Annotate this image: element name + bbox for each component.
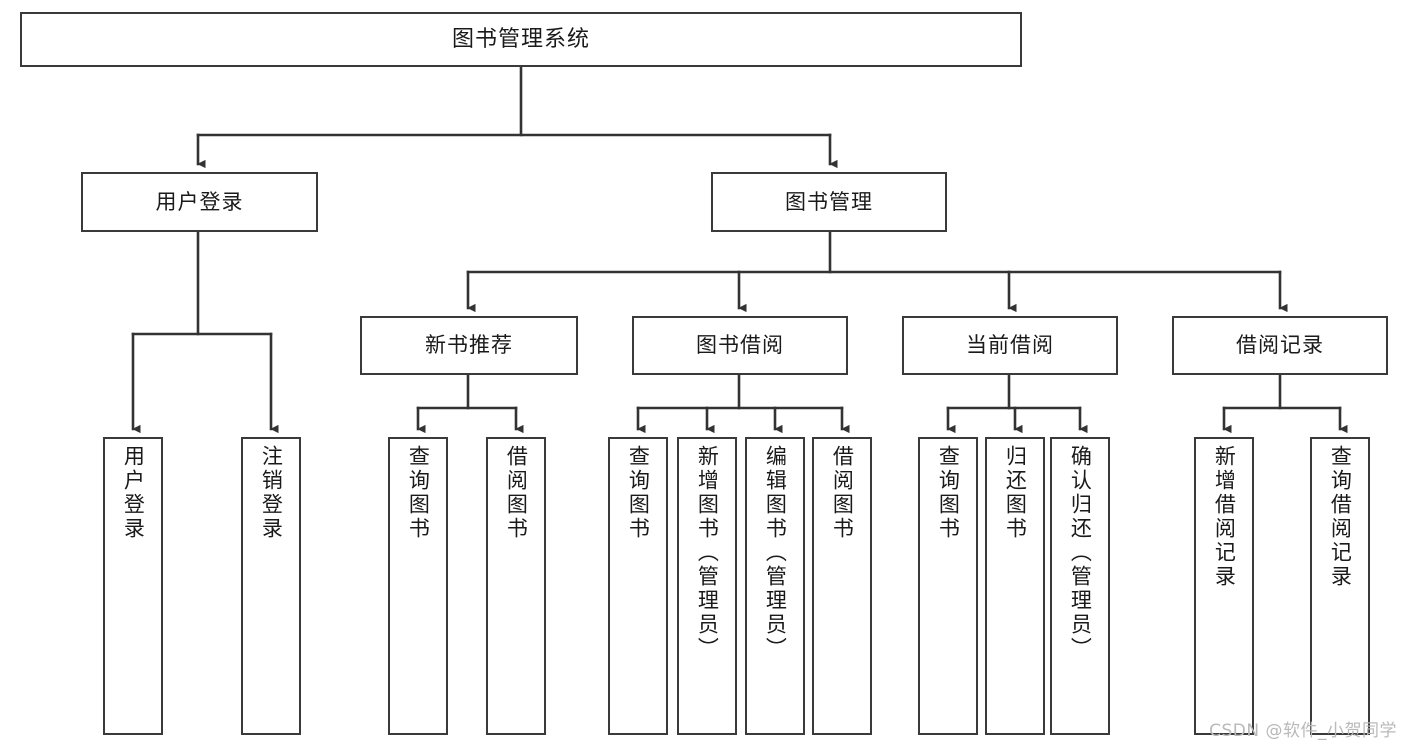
node-book-borrow-label: 图书借阅 bbox=[696, 333, 784, 358]
leaf-add-book-label: 新增图书（管理员） bbox=[695, 445, 720, 661]
leaf-query-record-label: 查询借阅记录 bbox=[1328, 445, 1353, 589]
node-current-borrow[interactable]: 当前借阅 bbox=[902, 316, 1118, 375]
node-current-borrow-label: 当前借阅 bbox=[966, 333, 1054, 358]
leaf-user-login-label: 用户登录 bbox=[121, 445, 146, 541]
leaf-borrow-book-2[interactable]: 借阅图书 bbox=[812, 437, 872, 735]
leaf-query-book-2-label: 查询图书 bbox=[626, 445, 651, 541]
node-user-login-label: 用户登录 bbox=[155, 189, 244, 214]
leaf-edit-book[interactable]: 编辑图书（管理员） bbox=[745, 437, 805, 735]
leaf-confirm-return[interactable]: 确认归还（管理员） bbox=[1050, 437, 1110, 735]
leaf-user-logout[interactable]: 注销登录 bbox=[241, 437, 301, 735]
leaf-query-book-3-label: 查询图书 bbox=[936, 445, 961, 541]
leaf-borrow-book-1[interactable]: 借阅图书 bbox=[486, 437, 546, 735]
node-user-login[interactable]: 用户登录 bbox=[81, 172, 318, 232]
leaf-query-book-1-label: 查询图书 bbox=[406, 445, 431, 541]
leaf-borrow-book-1-label: 借阅图书 bbox=[504, 445, 529, 541]
node-new-book-recommend[interactable]: 新书推荐 bbox=[360, 316, 578, 375]
leaf-confirm-return-label: 确认归还（管理员） bbox=[1068, 445, 1093, 661]
leaf-borrow-book-2-label: 借阅图书 bbox=[830, 445, 855, 541]
leaf-return-book-label: 归还图书 bbox=[1003, 445, 1028, 541]
leaf-query-book-3[interactable]: 查询图书 bbox=[918, 437, 978, 735]
csdn-watermark: CSDN @软件_小贺同学 bbox=[1209, 721, 1397, 741]
leaf-return-book[interactable]: 归还图书 bbox=[985, 437, 1045, 735]
leaf-user-logout-label: 注销登录 bbox=[259, 445, 284, 541]
leaf-query-record[interactable]: 查询借阅记录 bbox=[1310, 437, 1370, 735]
node-book-manage-label: 图书管理 bbox=[785, 189, 873, 214]
node-borrow-record-label: 借阅记录 bbox=[1236, 333, 1324, 358]
leaf-query-book-2[interactable]: 查询图书 bbox=[608, 437, 668, 735]
leaf-edit-book-label: 编辑图书（管理员） bbox=[763, 445, 788, 661]
leaf-add-record-label: 新增借阅记录 bbox=[1212, 445, 1237, 589]
node-book-borrow[interactable]: 图书借阅 bbox=[632, 316, 848, 375]
node-root-label: 图书管理系统 bbox=[451, 26, 590, 52]
leaf-query-book-1[interactable]: 查询图书 bbox=[388, 437, 448, 735]
node-borrow-record[interactable]: 借阅记录 bbox=[1172, 316, 1388, 375]
node-new-book-recommend-label: 新书推荐 bbox=[425, 333, 513, 358]
leaf-add-book[interactable]: 新增图书（管理员） bbox=[677, 437, 737, 735]
leaf-user-login[interactable]: 用户登录 bbox=[103, 437, 163, 735]
node-root[interactable]: 图书管理系统 bbox=[20, 12, 1022, 67]
leaf-add-record[interactable]: 新增借阅记录 bbox=[1194, 437, 1254, 735]
node-book-manage[interactable]: 图书管理 bbox=[711, 172, 947, 232]
